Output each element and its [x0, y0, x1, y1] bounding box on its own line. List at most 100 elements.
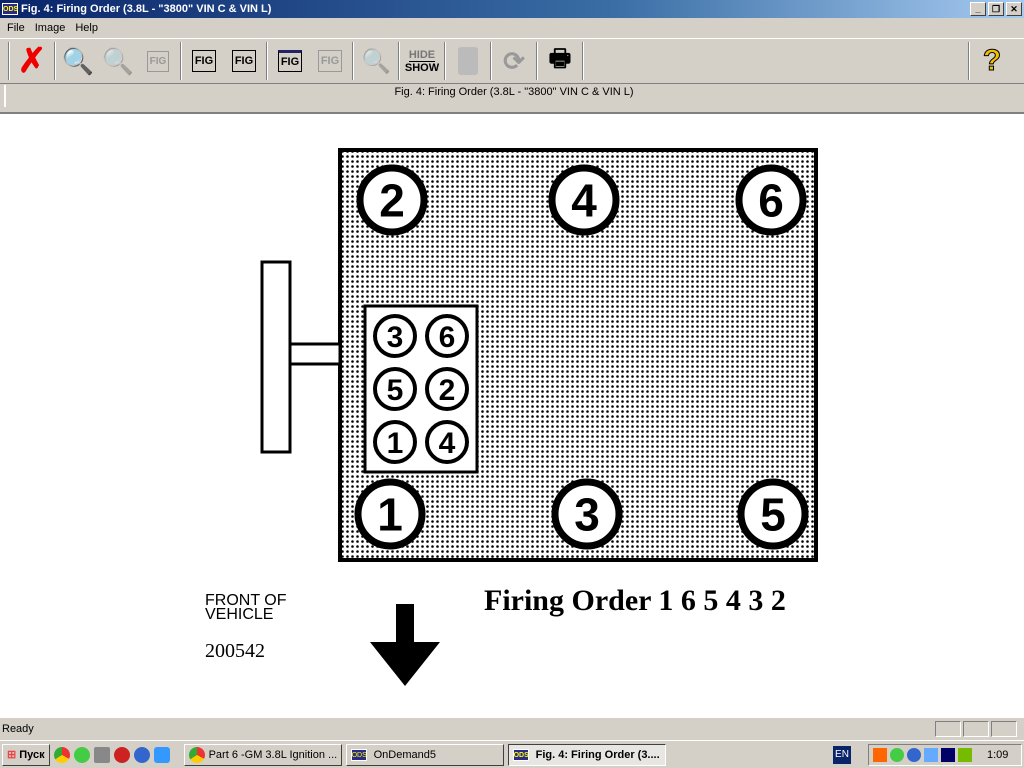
- tray-icq-icon[interactable]: [890, 748, 904, 762]
- fig-list-icon: FIG: [191, 50, 217, 72]
- minimize-button[interactable]: _: [970, 2, 986, 16]
- task-label: Part 6 -GM 3.8L Ignition ...: [208, 748, 338, 761]
- status-text: Ready: [2, 723, 34, 735]
- find-icon: 🔍: [361, 47, 391, 75]
- cylinder-1-circle: [354, 478, 426, 550]
- window-title: Fig. 4: Firing Order (3.8L - "3800" VIN …: [21, 3, 272, 15]
- next-fig-button[interactable]: FIG: [310, 41, 350, 81]
- tray-network-icon[interactable]: [924, 748, 938, 762]
- coil-2-circle: [425, 367, 469, 411]
- front-of-vehicle-label: FRONT OF VEHICLE: [205, 592, 287, 623]
- chrome-icon: [188, 746, 205, 763]
- fig-select-button[interactable]: FIG: [224, 41, 264, 81]
- zoom-out-button[interactable]: 🔍: [98, 41, 138, 81]
- refresh-button[interactable]: ⟳: [494, 41, 534, 81]
- fig-back-icon: FIG: [277, 50, 303, 72]
- coil-5-label: 5: [387, 374, 404, 407]
- show-label: SHOW: [404, 61, 440, 74]
- icq-icon[interactable]: [73, 746, 90, 763]
- coil-3-label: 3: [387, 321, 404, 354]
- cylinder-2-circle: [356, 164, 428, 236]
- pulley: [260, 260, 292, 454]
- start-button[interactable]: ⊞Пуск: [2, 743, 50, 766]
- cylinder-6-label: 6: [758, 175, 784, 227]
- menu-help[interactable]: Help: [75, 22, 98, 34]
- status-bar: Ready: [0, 719, 1024, 739]
- coil-1-label: 1: [387, 427, 404, 460]
- firing-order-text: Firing Order 1 6 5 4 3 2: [484, 584, 786, 617]
- coil-5-circle: [373, 367, 417, 411]
- coil-1-circle: [373, 420, 417, 464]
- zoom-in-button[interactable]: 🔍: [58, 41, 98, 81]
- toolbar: ✗ 🔍 🔍 FIG FIG FIG FIG FIG 🔍 HIDE SHOW ⟳ …: [0, 38, 1024, 84]
- taskbar: ⊞Пуск Part 6 -GM 3.8L Ignition ... ODS On…: [0, 740, 1024, 768]
- media-icon[interactable]: [93, 746, 110, 763]
- tray-wireless-icon[interactable]: [941, 748, 955, 762]
- ods-icon: ODS: [512, 748, 529, 761]
- clock: 1:09: [987, 749, 1009, 761]
- task-chrome[interactable]: Part 6 -GM 3.8L Ignition ...: [183, 743, 342, 766]
- task-label: OnDemand5: [373, 748, 436, 761]
- fig-list-button[interactable]: FIG: [184, 41, 224, 81]
- cylinder-3-circle: [551, 478, 623, 550]
- previous-fig-button[interactable]: FIG: [270, 41, 310, 81]
- zoom-in-icon: 🔍: [61, 45, 95, 76]
- restore-button[interactable]: ❐: [988, 2, 1004, 16]
- notes-icon: [458, 47, 478, 75]
- print-button[interactable]: 🖶: [540, 41, 580, 81]
- notes-button[interactable]: [448, 41, 488, 81]
- coil-4-label: 4: [439, 427, 456, 460]
- coil-6-circle: [425, 314, 469, 358]
- figure-number: 200542: [205, 640, 265, 662]
- printer-icon: 🖶: [548, 44, 572, 72]
- tray-nvidia-icon[interactable]: [958, 748, 972, 762]
- menu-bar: File Image Help: [0, 18, 1024, 38]
- fig-window-icon: FIG: [146, 50, 170, 72]
- windows-logo-icon: ⊞: [7, 749, 17, 761]
- title-bar: ODS Fig. 4: Firing Order (3.8L - "3800" …: [0, 0, 1024, 18]
- menu-file[interactable]: File: [7, 22, 25, 34]
- ie-icon[interactable]: [153, 746, 170, 763]
- app-icon: ODS: [2, 3, 18, 15]
- help-button[interactable]: ?: [972, 41, 1012, 81]
- find-button[interactable]: 🔍: [356, 41, 396, 81]
- close-figure-button[interactable]: ✗: [12, 41, 52, 81]
- language-indicator[interactable]: EN: [833, 746, 851, 764]
- app-red-icon[interactable]: [113, 746, 130, 763]
- front-arrow-icon: [370, 604, 440, 686]
- fig-hand-icon: FIG: [231, 50, 257, 72]
- front-label-line2: VEHICLE: [205, 606, 274, 623]
- help-icon: ?: [982, 44, 1002, 78]
- coil-6-label: 6: [439, 321, 456, 354]
- chrome-icon[interactable]: [53, 746, 70, 763]
- shaft: [288, 342, 342, 366]
- fit-window-button[interactable]: FIG: [138, 41, 178, 81]
- player-icon[interactable]: [133, 746, 150, 763]
- close-button[interactable]: ✕: [1006, 2, 1022, 16]
- figure-caption: Fig. 4: Firing Order (3.8L - "3800" VIN …: [394, 86, 634, 98]
- cylinder-5-label: 5: [760, 489, 786, 541]
- cylinder-4-circle: [548, 164, 620, 236]
- task-ondemand[interactable]: ODS OnDemand5: [345, 743, 504, 766]
- hide-show-button[interactable]: HIDE SHOW: [402, 41, 442, 81]
- front-label-line1: FRONT OF: [205, 592, 287, 609]
- fig-forward-icon: FIG: [317, 50, 343, 72]
- menu-image[interactable]: Image: [34, 22, 66, 34]
- hide-label: HIDE: [408, 48, 436, 62]
- tray-icon-1[interactable]: [873, 748, 887, 762]
- cylinder-4-label: 4: [571, 175, 597, 227]
- coil-4-circle: [425, 420, 469, 464]
- zoom-out-icon: 🔍: [101, 45, 135, 76]
- tray-lightning-icon[interactable]: [907, 748, 921, 762]
- ods-icon: ODS: [350, 748, 367, 761]
- cylinder-2-label: 2: [379, 175, 405, 227]
- cylinder-3-label: 3: [574, 489, 600, 541]
- red-x-icon: ✗: [17, 42, 47, 80]
- figure-caption-bar: Fig. 4: Firing Order (3.8L - "3800" VIN …: [4, 85, 1022, 107]
- cylinder-5-circle: [737, 478, 809, 550]
- cylinder-6-circle: [735, 164, 807, 236]
- coil-3-circle: [373, 314, 417, 358]
- cylinder-1-label: 1: [377, 489, 403, 541]
